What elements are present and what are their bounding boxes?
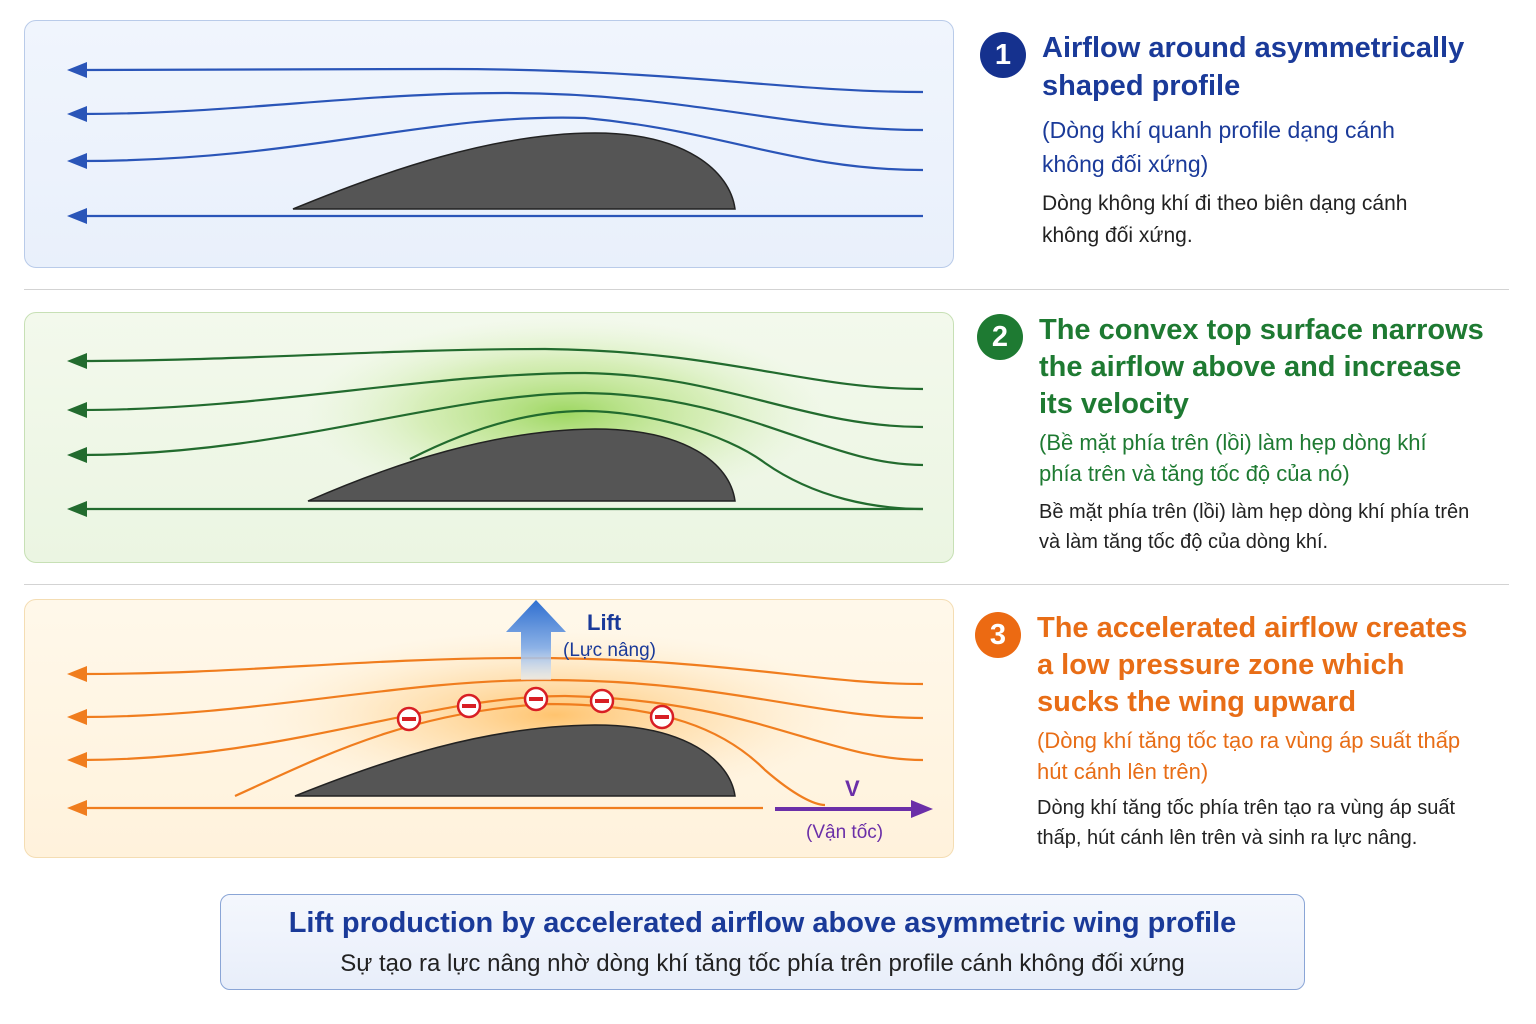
streamline <box>79 371 924 429</box>
streamline <box>79 116 924 172</box>
lift-arrow <box>506 600 566 680</box>
streamline <box>409 409 924 511</box>
velocity-label: V <box>845 776 860 801</box>
step-number-badge: 3 <box>975 612 1021 658</box>
airflow-diagram-1 <box>67 62 924 224</box>
wing-profile <box>294 724 736 797</box>
arrowhead <box>67 666 87 682</box>
arrowhead <box>67 402 87 418</box>
streamline <box>79 678 924 720</box>
step-subtitle: (Dòng khí tăng tốc tạo ra vùng áp suất t… <box>1037 728 1461 753</box>
step-subtitle: (Bề mặt phía trên (lồi) làm hẹp dòng khí <box>1039 430 1427 455</box>
low-pressure-badge <box>396 706 422 732</box>
low-pressure-badge <box>523 686 549 712</box>
step-subtitle: hút cánh lên trên) <box>1037 759 1209 784</box>
step-subtitle: không đối xứng) <box>1042 151 1209 177</box>
arrowhead <box>67 501 87 517</box>
step-description: không đối xứng. <box>1042 224 1193 247</box>
step-title: shaped profile <box>1042 70 1241 102</box>
step-description: và làm tăng tốc độ của dòng khí. <box>1039 531 1329 553</box>
streamline <box>79 391 924 467</box>
divider <box>24 289 1509 290</box>
velocity-arrow <box>775 800 933 818</box>
low-pressure-badge <box>589 688 615 714</box>
streamline <box>79 91 924 132</box>
arrowhead <box>67 752 87 768</box>
caption-box: Lift production by accelerated airflow a… <box>220 894 1305 990</box>
airflow-diagram-panel-1 <box>24 20 954 268</box>
airflow-diagram-2 <box>67 318 924 517</box>
wing-profile <box>307 428 736 502</box>
arrowhead <box>67 447 87 463</box>
step-title: Airflow around asymmetrically <box>1042 32 1465 64</box>
divider <box>24 584 1509 585</box>
streamline <box>79 694 924 762</box>
low-pressure-badge <box>649 704 675 730</box>
caption-subtitle: Sự tạo ra lực nâng nhờ dòng khí tăng tốc… <box>340 950 1185 977</box>
step-title: The accelerated airflow creates <box>1037 612 1468 644</box>
step-subtitle: (Dòng khí quanh profile dạng cánh <box>1042 117 1395 143</box>
step-title: a low pressure zone which <box>1037 649 1405 681</box>
step-subtitle: phía trên và tăng tốc độ của nó) <box>1039 461 1350 486</box>
arrowhead <box>67 208 87 224</box>
lift-label: Lift <box>587 610 622 635</box>
low-pressure-badge <box>456 693 482 719</box>
airflow-diagram-3: Lift (Lực nâng) V (Vận tốc) <box>67 600 933 843</box>
caption-title: Lift production by accelerated airflow a… <box>288 907 1237 939</box>
arrowhead <box>67 153 87 169</box>
arrowhead <box>67 709 87 725</box>
step-title: its velocity <box>1039 388 1189 420</box>
wing-profile <box>292 132 736 210</box>
step-title: the airflow above and increase <box>1039 351 1462 383</box>
step-number-badge: 2 <box>977 314 1023 360</box>
airflow-diagram-panel-3: Lift (Lực nâng) V (Vận tốc) <box>24 599 954 858</box>
streamline <box>79 347 924 391</box>
arrowhead <box>67 106 87 122</box>
step-description: Dòng khí tăng tốc phía trên tạo ra vùng … <box>1037 797 1456 819</box>
airflow-diagram-panel-2 <box>24 312 954 563</box>
step-number-badge: 1 <box>980 32 1026 78</box>
velocity-sublabel: (Vận tốc) <box>806 822 883 843</box>
step-title: The convex top surface narrows <box>1039 314 1484 346</box>
arrowhead <box>67 800 87 816</box>
step-description: thấp, hút cánh lên trên và sinh ra lực n… <box>1037 827 1418 849</box>
arrowhead <box>67 353 87 369</box>
lift-sublabel: (Lực nâng) <box>563 640 656 661</box>
arrowhead <box>67 62 87 78</box>
step-title: sucks the wing upward <box>1037 686 1357 718</box>
step-description: Bề mặt phía trên (lồi) làm hẹp dòng khí … <box>1039 501 1470 523</box>
streamline <box>79 67 924 94</box>
step-description: Dòng không khí đi theo biên dạng cánh <box>1042 192 1408 215</box>
